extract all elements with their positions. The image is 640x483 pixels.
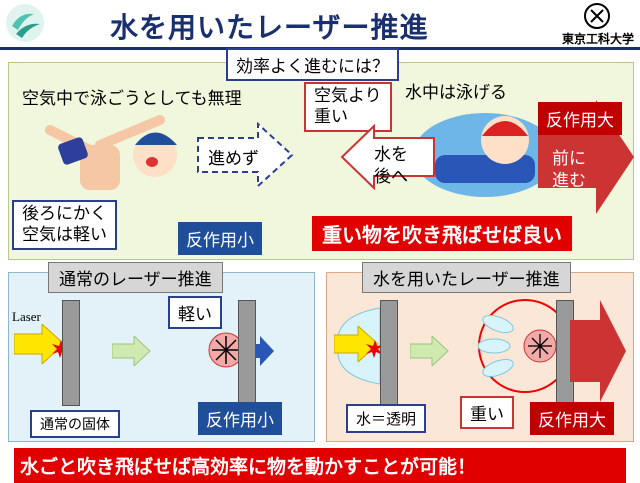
light-green-arrow-right: [410, 336, 449, 366]
large-red-arrow: [570, 300, 626, 402]
heavy-label: 重い: [460, 396, 514, 429]
reaction-small-label-top: 反作用小: [178, 222, 262, 255]
impact-burst-right: [366, 340, 384, 358]
swimmer-in-water-illustration: [413, 113, 557, 197]
light-label: 軽い: [168, 296, 222, 329]
water-ejection-circle: [477, 299, 572, 393]
reaction-large-label-top: 反作用大: [538, 102, 622, 135]
light-green-arrow-left: [112, 336, 151, 366]
bottom-conclusion-banner: 水ごと吹き飛ばせば高効率に物を動かすことが可能！: [14, 448, 626, 483]
reaction-small-label-left: 反作用小: [198, 402, 282, 435]
water-clear-label: 水＝透明: [346, 404, 427, 433]
water-caption: 水中は泳げる: [405, 83, 507, 103]
water-back-arrow: [340, 124, 435, 190]
water-propulsion-heading: 水を用いたレーザー推進: [362, 262, 571, 293]
logo-icon: [6, 4, 44, 42]
ordinary-solid-label: 通常の固体: [30, 410, 120, 438]
water-back-label: 水を 後へ: [374, 145, 408, 187]
solid-plate-left-2: [238, 300, 256, 406]
page-title: 水を用いたレーザー推進: [110, 11, 429, 44]
small-blue-arrow: [244, 336, 274, 366]
institution-name: 東京工科大学: [561, 32, 634, 46]
conclusion-banner: 重い物を吹き飛ばせば良い: [312, 216, 572, 251]
explosion-particle-left: [208, 332, 244, 368]
top-panel-heading: 効率よく進むには？: [226, 48, 399, 81]
reaction-large-label-right: 反作用大: [530, 402, 614, 435]
laser-arrow-left: [14, 324, 65, 364]
air-caption: 空気中で泳ごうとしても無理: [22, 89, 242, 109]
heavier-than-air-label: 空気より 重い: [304, 82, 392, 132]
conventional-propulsion-heading: 通常のレーザー推進: [48, 262, 223, 293]
swimmer-in-air-illustration: [45, 115, 177, 190]
no-progress-label: 進めず: [208, 149, 259, 169]
university-logo-icon: [584, 3, 610, 29]
solid-plate-right: [380, 300, 398, 406]
dashed-arrow-no-progress: [197, 122, 294, 188]
laser-label: Laser: [12, 309, 41, 324]
solid-plate-left: [62, 300, 80, 406]
move-forward-label: 前に 進む: [552, 149, 586, 191]
air-is-light-label: 後ろにかく 空気は軽い: [12, 200, 117, 250]
